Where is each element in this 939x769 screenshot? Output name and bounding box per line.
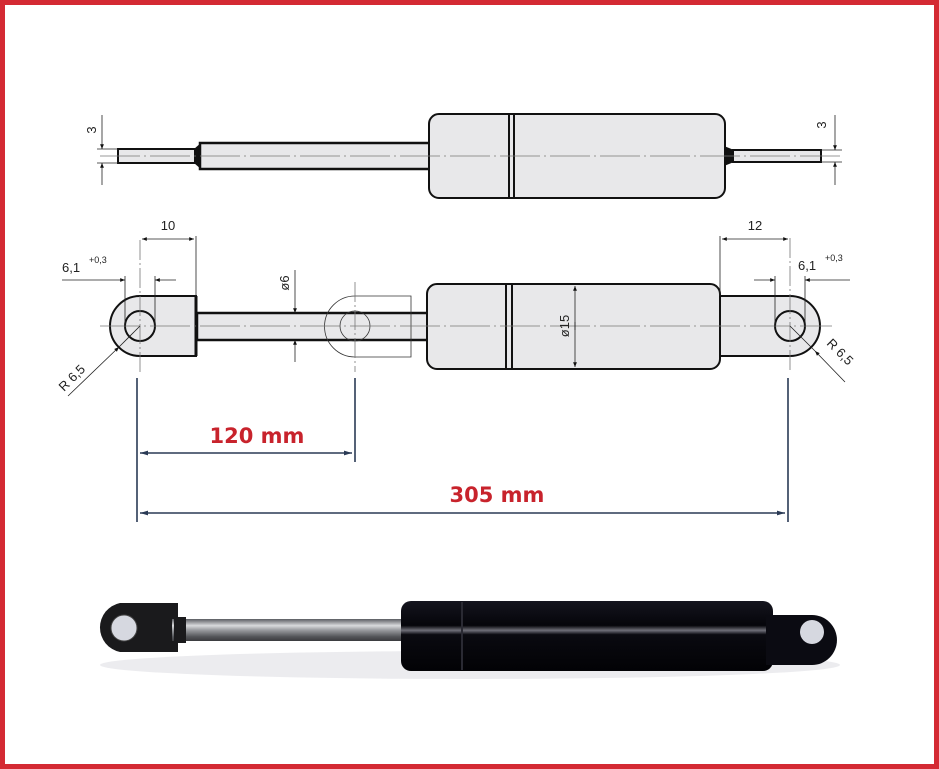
side-view: 10 6,1 +0,3 R 6,5 ø6 ø15 12 6,1 +0,3 bbox=[56, 218, 857, 397]
right-rod-diameter: 3 bbox=[814, 121, 829, 128]
gas-spring-photo bbox=[99, 601, 840, 679]
left-hole-diameter: 6,1 bbox=[62, 260, 80, 275]
left-hole-tolerance: +0,3 bbox=[89, 255, 107, 265]
left-rod-diameter: 3 bbox=[84, 126, 99, 133]
rod-diameter: ø6 bbox=[277, 275, 292, 290]
stroke-length-label: 120 mm bbox=[210, 424, 305, 448]
right-eye-length: 12 bbox=[748, 218, 762, 233]
right-hole-diameter: 6,1 bbox=[798, 258, 816, 273]
top-view: 3 3 bbox=[84, 113, 842, 199]
left-eye-length: 10 bbox=[161, 218, 175, 233]
total-length-label: 305 mm bbox=[450, 483, 545, 507]
body-diameter: ø15 bbox=[557, 315, 572, 337]
right-eye-radius: R 6,5 bbox=[824, 336, 857, 369]
right-hole-tolerance: +0,3 bbox=[825, 253, 843, 263]
length-callouts: 120 mm 305 mm bbox=[136, 378, 789, 522]
left-eye-radius: R 6,5 bbox=[56, 362, 89, 395]
